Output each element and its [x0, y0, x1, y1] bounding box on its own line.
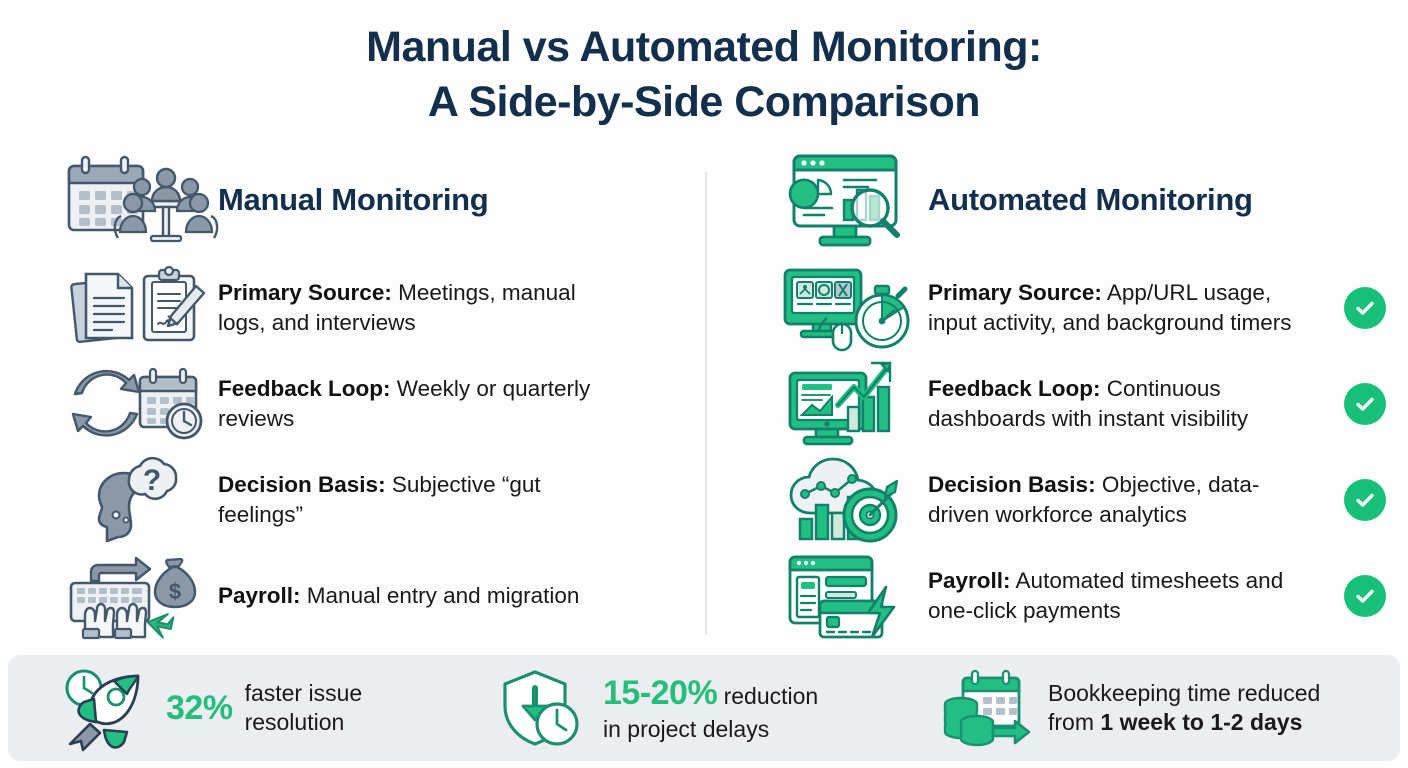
- stat-1-content: 32% faster issue resolution: [166, 679, 362, 737]
- rocket-clock-icon: [56, 665, 152, 752]
- check-icon: [1344, 575, 1386, 617]
- monitor-growth-chart-icon: [768, 361, 928, 447]
- svg-text:$: $: [169, 579, 181, 604]
- automated-row-payroll: Payroll: Automated timesheets and one-cl…: [768, 548, 1386, 644]
- check-icon: [1344, 287, 1386, 329]
- automated-row-feedback-loop: Feedback Loop: Continuous dashboards wit…: [768, 356, 1386, 452]
- manual-column-header: Manual Monitoring: [58, 152, 678, 248]
- dashboard-magnifier-icon: [768, 152, 928, 248]
- stat-3-content: Bookkeeping time reduced from 1 week to …: [1048, 679, 1320, 737]
- manual-row-payroll-text: Payroll: Manual entry and migration: [218, 581, 579, 611]
- check-icon: [1344, 479, 1386, 521]
- row-value: App/URL usage, input activity, and backg…: [928, 280, 1292, 335]
- manual-column-title: Manual Monitoring: [218, 182, 489, 217]
- automated-row-primary-source: Primary Source: App/URL usage, input act…: [768, 260, 1386, 356]
- row-label: Payroll:: [928, 568, 1011, 594]
- automated-row-decision-basis: Decision Basis: Objective, data-driven w…: [768, 452, 1386, 548]
- title-line-2: A Side-by-Side Comparison: [427, 78, 981, 127]
- manual-row-decision-basis: ? Decision Basis: Subjective “gut feelin…: [58, 452, 678, 548]
- stat-delay-reduction: 15-20% reduction in project delays: [463, 655, 918, 761]
- manual-row-decision-basis-text: Decision Basis: Subjective “gut feelings…: [218, 470, 618, 529]
- svg-text:?: ?: [143, 464, 161, 497]
- row-label: Decision Basis:: [218, 472, 386, 498]
- manual-row-feedback-loop-text: Feedback Loop: Weekly or quarterly revie…: [218, 374, 618, 433]
- stat-3-line2-prefix: from: [1048, 709, 1101, 735]
- refresh-calendar-clock-icon: [58, 361, 218, 447]
- cloud-analytics-target-icon: [768, 457, 928, 543]
- stat-2-line1: reduction: [723, 683, 819, 710]
- stat-3-line1: Bookkeeping time reduced: [1048, 680, 1321, 707]
- manual-monitoring-column: Manual Monitoring: [58, 152, 678, 644]
- row-label: Payroll:: [218, 583, 301, 609]
- calendar-meeting-icon: [58, 152, 219, 248]
- keyboard-hands-moneybag-icon: $: [58, 553, 218, 640]
- row-label: Primary Source:: [928, 280, 1102, 306]
- row-label: Feedback Loop:: [928, 376, 1101, 402]
- stat-2-content: 15-20% reduction in project delays: [603, 672, 818, 744]
- row-label: Decision Basis:: [928, 472, 1096, 498]
- row-label: Primary Source:: [218, 280, 392, 306]
- automated-row-primary-source-text: Primary Source: App/URL usage, input act…: [928, 278, 1306, 337]
- head-question-thought-icon: ?: [58, 456, 218, 543]
- automated-row-decision-basis-text: Decision Basis: Objective, data-driven w…: [928, 470, 1306, 529]
- stat-bookkeeping-time: Bookkeeping time reduced from 1 week to …: [918, 655, 1388, 761]
- title-line-1: Manual vs Automated Monitoring:: [366, 23, 1042, 71]
- page-title: Manual vs Automated Monitoring: A Side-b…: [0, 20, 1408, 130]
- stat-1-label: faster issue resolution: [245, 679, 363, 737]
- manual-row-payroll: $ Payroll: Manual entry and migration: [58, 548, 678, 644]
- manual-row-feedback-loop: Feedback Loop: Weekly or quarterly revie…: [58, 356, 678, 452]
- stat-1-line2: resolution: [244, 709, 345, 735]
- invoice-card-bolt-icon: [768, 553, 928, 639]
- automated-row-feedback-loop-text: Feedback Loop: Continuous dashboards wit…: [928, 374, 1306, 433]
- stat-2-line2: in project delays: [603, 715, 770, 742]
- documents-clipboard-icon: [58, 265, 218, 351]
- stat-3-line2-bold: 1 week to 1-2 days: [1100, 709, 1303, 735]
- manual-row-primary-source-text: Primary Source: Meetings, manual logs, a…: [218, 278, 618, 337]
- shield-arrow-clock-icon: [493, 665, 589, 751]
- manual-row-primary-source: Primary Source: Meetings, manual logs, a…: [58, 260, 678, 356]
- column-divider: [705, 172, 707, 634]
- monitor-mouse-stopwatch-icon: [768, 265, 928, 352]
- automated-row-payroll-text: Payroll: Automated timesheets and one-cl…: [928, 566, 1306, 625]
- stat-faster-resolution: 32% faster issue resolution: [8, 655, 463, 761]
- stat-1-metric: 32%: [166, 688, 233, 727]
- automated-monitoring-column: Automated Monitoring: [768, 152, 1386, 644]
- calendar-coins-arrow-icon: [938, 665, 1034, 751]
- automated-column-title: Automated Monitoring: [928, 182, 1253, 217]
- stats-footer: 32% faster issue resolution 15-20%: [8, 655, 1400, 761]
- stat-2-metric: 15-20%: [603, 674, 718, 713]
- row-value: Objective, data-driven workforce analyti…: [928, 472, 1260, 527]
- row-value: Automated timesheets and one-click payme…: [928, 568, 1284, 623]
- row-value: Continuous dashboards with instant visib…: [928, 376, 1249, 431]
- row-value: Meetings, manual logs, and interviews: [218, 280, 576, 335]
- row-label: Feedback Loop:: [218, 376, 391, 402]
- automated-column-header: Automated Monitoring: [768, 152, 1378, 248]
- row-value: Manual entry and migration: [306, 583, 580, 609]
- row-value: Weekly or quarterly reviews: [218, 376, 591, 431]
- row-value: Subjective “gut feelings”: [218, 472, 541, 527]
- check-icon: [1344, 383, 1386, 425]
- stat-1-line1: faster issue: [244, 680, 363, 707]
